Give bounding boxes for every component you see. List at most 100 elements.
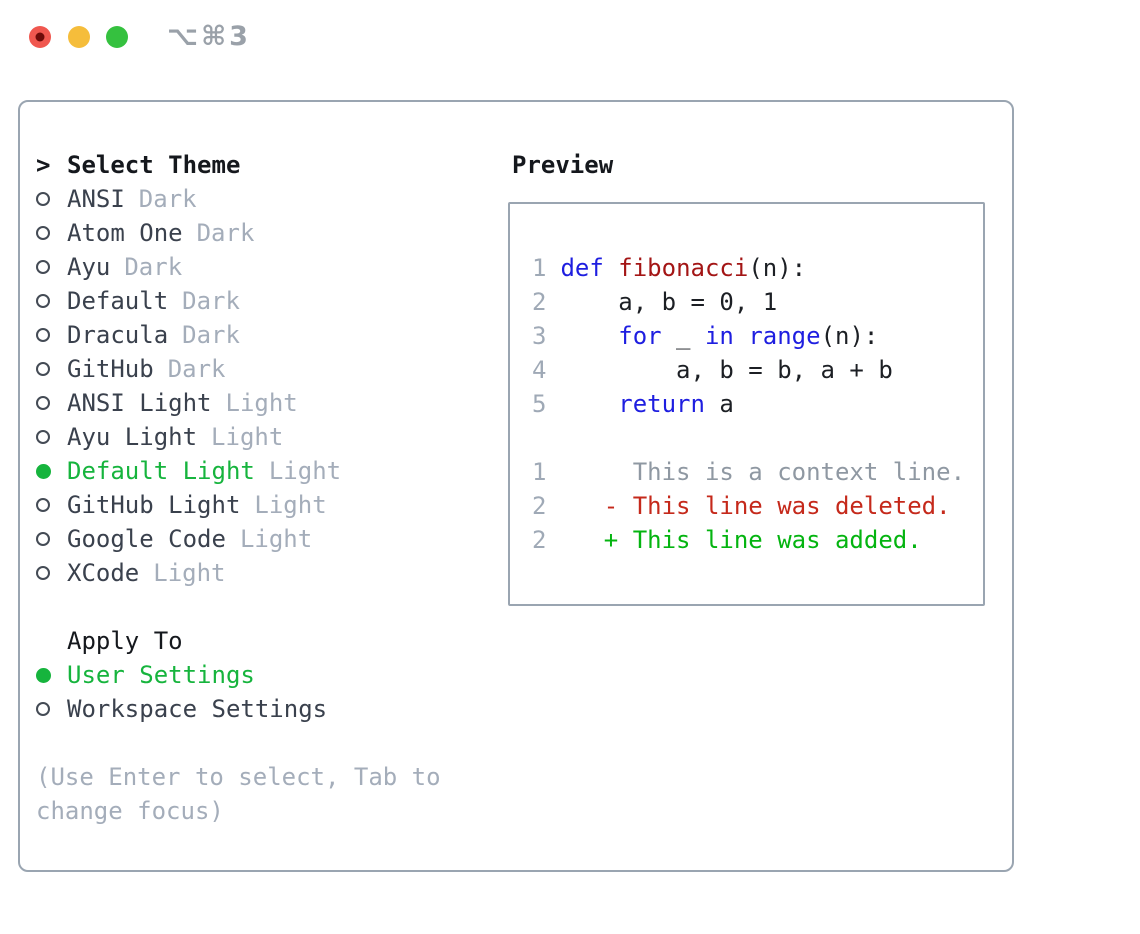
code-line: 4 a, b = b, a + b <box>532 353 983 387</box>
theme-picker-title: Select Theme <box>67 151 241 179</box>
spacer <box>36 590 441 624</box>
radio-icon <box>36 260 50 274</box>
hint-text: (Use Enter to select, Tab to change focus… <box>36 760 441 828</box>
radio-icon <box>36 498 50 512</box>
code-segment-plain: (n): <box>748 254 807 282</box>
radio-indicator <box>36 328 67 342</box>
theme-picker-header: > Select Theme <box>36 148 441 182</box>
spacer <box>36 726 441 760</box>
radio-icon <box>36 192 50 206</box>
apply-option-user-settings[interactable]: User Settings <box>36 658 441 692</box>
hint-line: change focus) <box>36 797 224 825</box>
code-line: 3 for _ in range(n): <box>532 319 983 353</box>
prompt-icon: > <box>36 151 51 179</box>
radio-icon <box>36 430 50 444</box>
theme-name: Default Light <box>67 457 255 485</box>
line-number: 2 <box>532 288 547 316</box>
line-number: 2 <box>532 492 547 520</box>
code-segment-keyword: range <box>748 322 821 350</box>
theme-option-dracula[interactable]: Dracula Dark <box>36 318 441 352</box>
theme-name: Atom One <box>67 219 183 247</box>
line-number: 5 <box>532 390 547 418</box>
radio-icon <box>36 294 50 308</box>
line-number: 2 <box>532 526 547 554</box>
close-button-dot-icon <box>35 32 45 42</box>
code-segment-keyword: in <box>704 322 734 350</box>
minimize-button[interactable] <box>67 26 90 48</box>
theme-variant: Dark <box>138 185 197 213</box>
code-segment-added: + This line was added. <box>546 526 922 554</box>
theme-name: Dracula <box>67 321 169 349</box>
theme-option-default-light[interactable]: Default Light Light <box>36 454 441 488</box>
radio-indicator <box>36 667 67 683</box>
radio-indicator <box>36 362 67 376</box>
code-segment-keyword: for <box>618 322 662 350</box>
selected-radio-icon <box>36 667 51 683</box>
theme-option-atom-one[interactable]: Atom One Dark <box>36 216 441 250</box>
line-number: 1 <box>532 254 547 282</box>
apply-to-header: Apply To <box>36 624 441 658</box>
code-line <box>532 421 983 455</box>
code-line: 5 return a <box>532 387 983 421</box>
radio-icon <box>36 702 50 716</box>
close-button[interactable] <box>29 26 51 48</box>
code-segment-plain: a <box>704 390 734 418</box>
theme-name: GitHub Light <box>67 491 241 519</box>
radio-indicator <box>36 430 67 444</box>
theme-name: Ayu <box>67 253 111 281</box>
code-segment-plain: (n): <box>820 322 879 350</box>
code-line: 2 a, b = 0, 1 <box>532 285 983 319</box>
radio-indicator <box>36 532 67 546</box>
radio-indicator <box>36 566 67 580</box>
line-number: 4 <box>532 356 547 384</box>
radio-indicator <box>36 192 67 206</box>
theme-variant: Dark <box>182 321 240 349</box>
zoom-button[interactable] <box>106 26 128 48</box>
theme-variant: Dark <box>196 219 255 247</box>
code-segment-keyword: def <box>560 254 604 282</box>
code-line: 2 - This line was deleted. <box>532 489 983 523</box>
hint-line: (Use Enter to select, Tab to <box>36 763 441 791</box>
code-segment-plain: a, b = b, a + b <box>546 356 893 384</box>
theme-variant: Light <box>268 457 342 485</box>
code-segment-plain: _ <box>661 322 705 350</box>
radio-indicator <box>36 702 67 716</box>
window-shortcut-label: ⌥⌘3 <box>167 21 251 52</box>
theme-variant: Dark <box>182 287 240 315</box>
theme-option-xcode[interactable]: XCode Light <box>36 556 441 590</box>
apply-option-label: User Settings <box>67 661 255 689</box>
theme-name: XCode <box>67 559 140 587</box>
apply-option-label: Workspace Settings <box>67 695 328 723</box>
radio-icon <box>36 566 50 580</box>
line-number: 1 <box>532 458 547 486</box>
theme-variant: Light <box>153 559 226 587</box>
theme-name: ANSI <box>67 185 125 213</box>
code-line: 1 This is a context line. <box>532 455 983 489</box>
radio-indicator <box>36 226 67 240</box>
code-line: 1 def fibonacci(n): <box>532 251 983 285</box>
code-segment-plain <box>546 322 618 350</box>
theme-name: ANSI Light <box>67 389 212 417</box>
apply-option-workspace-settings[interactable]: Workspace Settings <box>36 692 441 726</box>
radio-indicator <box>36 396 67 410</box>
preview-title: Preview <box>512 151 614 179</box>
radio-indicator <box>36 260 67 274</box>
code-segment-plain: a, b = 0, 1 <box>546 288 778 316</box>
theme-option-ansi[interactable]: ANSI Dark <box>36 182 441 216</box>
code-segment-plain <box>734 322 748 350</box>
radio-icon <box>36 328 50 342</box>
radio-icon <box>36 362 50 376</box>
code-segment-context: This is a context line. <box>546 458 966 486</box>
